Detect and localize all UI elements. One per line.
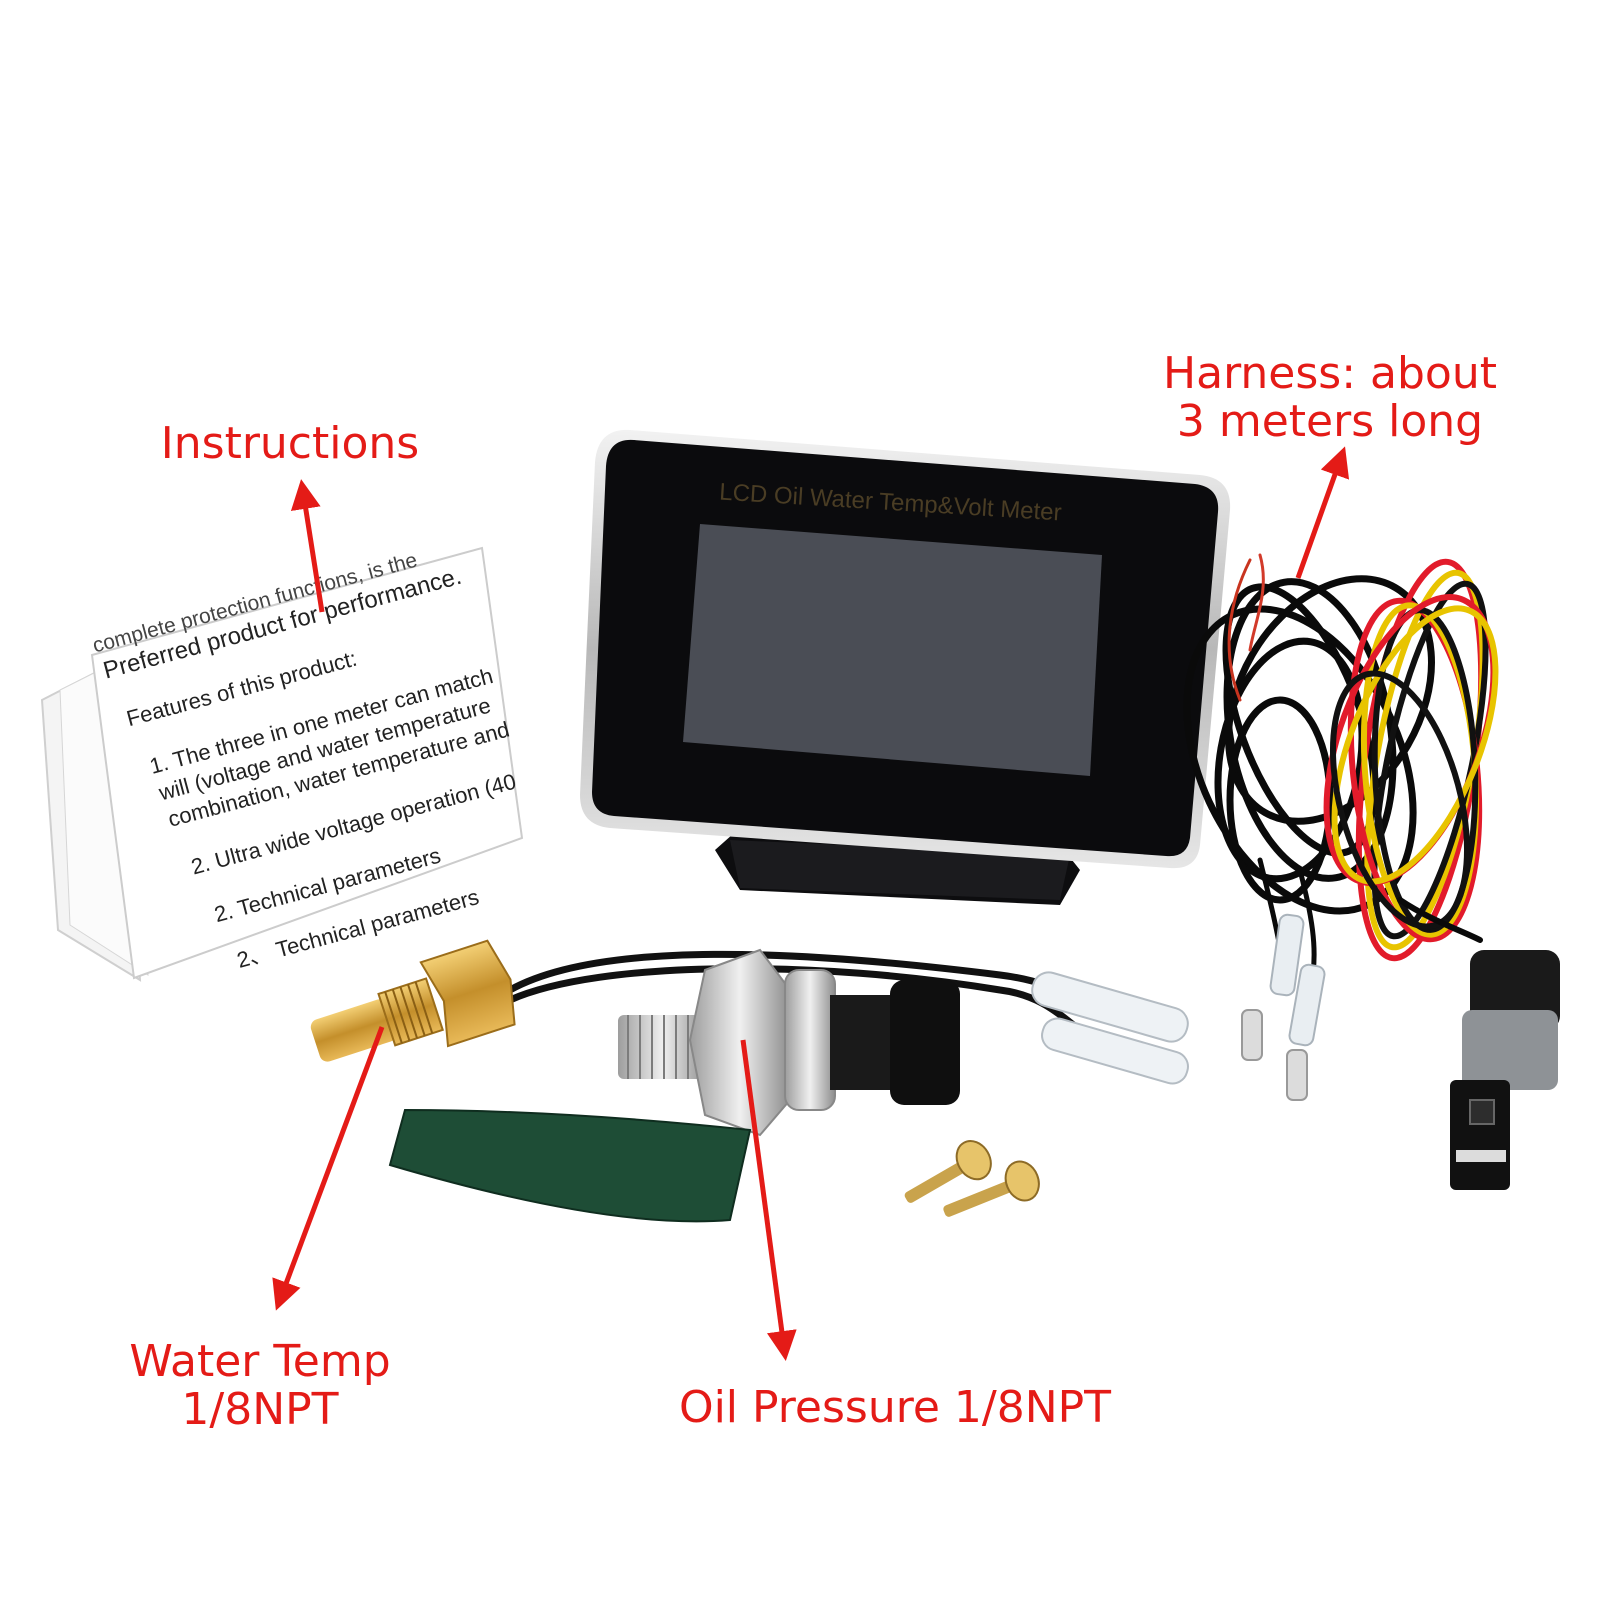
- callout-instructions-text: Instructions: [160, 418, 420, 469]
- callout-harness-line2: 3 meters long: [1176, 396, 1484, 447]
- callout-oil-pressure: Oil Pressure 1/8NPT: [660, 1384, 1130, 1432]
- water-temp-sensor: [310, 939, 516, 1062]
- connector-plug: [1450, 950, 1560, 1190]
- harness-terminals: [1241, 913, 1326, 1101]
- mounting-screws: [904, 1140, 1040, 1217]
- arrow-to-water-temp: [272, 1026, 385, 1311]
- callout-harness-line1: Harness: about: [1163, 348, 1497, 399]
- callout-water-temp: Water Temp 1/8NPT: [100, 1338, 420, 1434]
- callout-instructions: Instructions: [150, 420, 430, 468]
- sensor-terminals: [1031, 971, 1189, 1085]
- lcd-screen: [683, 524, 1102, 776]
- callout-water-temp-line1: Water Temp: [129, 1336, 391, 1387]
- callout-arrows: [272, 446, 1350, 1361]
- adhesive-pad: [388, 1108, 752, 1223]
- oil-pressure-sensor: [618, 948, 960, 1137]
- lcd-meter: LCD Oil Water Temp&Volt Meter: [580, 429, 1231, 869]
- arrow-to-oil-pressure: [740, 1039, 797, 1361]
- arrow-to-harness: [1295, 446, 1350, 579]
- callout-oil-pressure-text: Oil Pressure 1/8NPT: [678, 1382, 1112, 1433]
- instructions-card: complete protection functions, is the Pr…: [40, 546, 524, 982]
- callout-water-temp-line2: 1/8NPT: [181, 1384, 339, 1435]
- arrow-to-instructions: [290, 479, 325, 613]
- callout-harness: Harness: about 3 meters long: [1150, 350, 1510, 446]
